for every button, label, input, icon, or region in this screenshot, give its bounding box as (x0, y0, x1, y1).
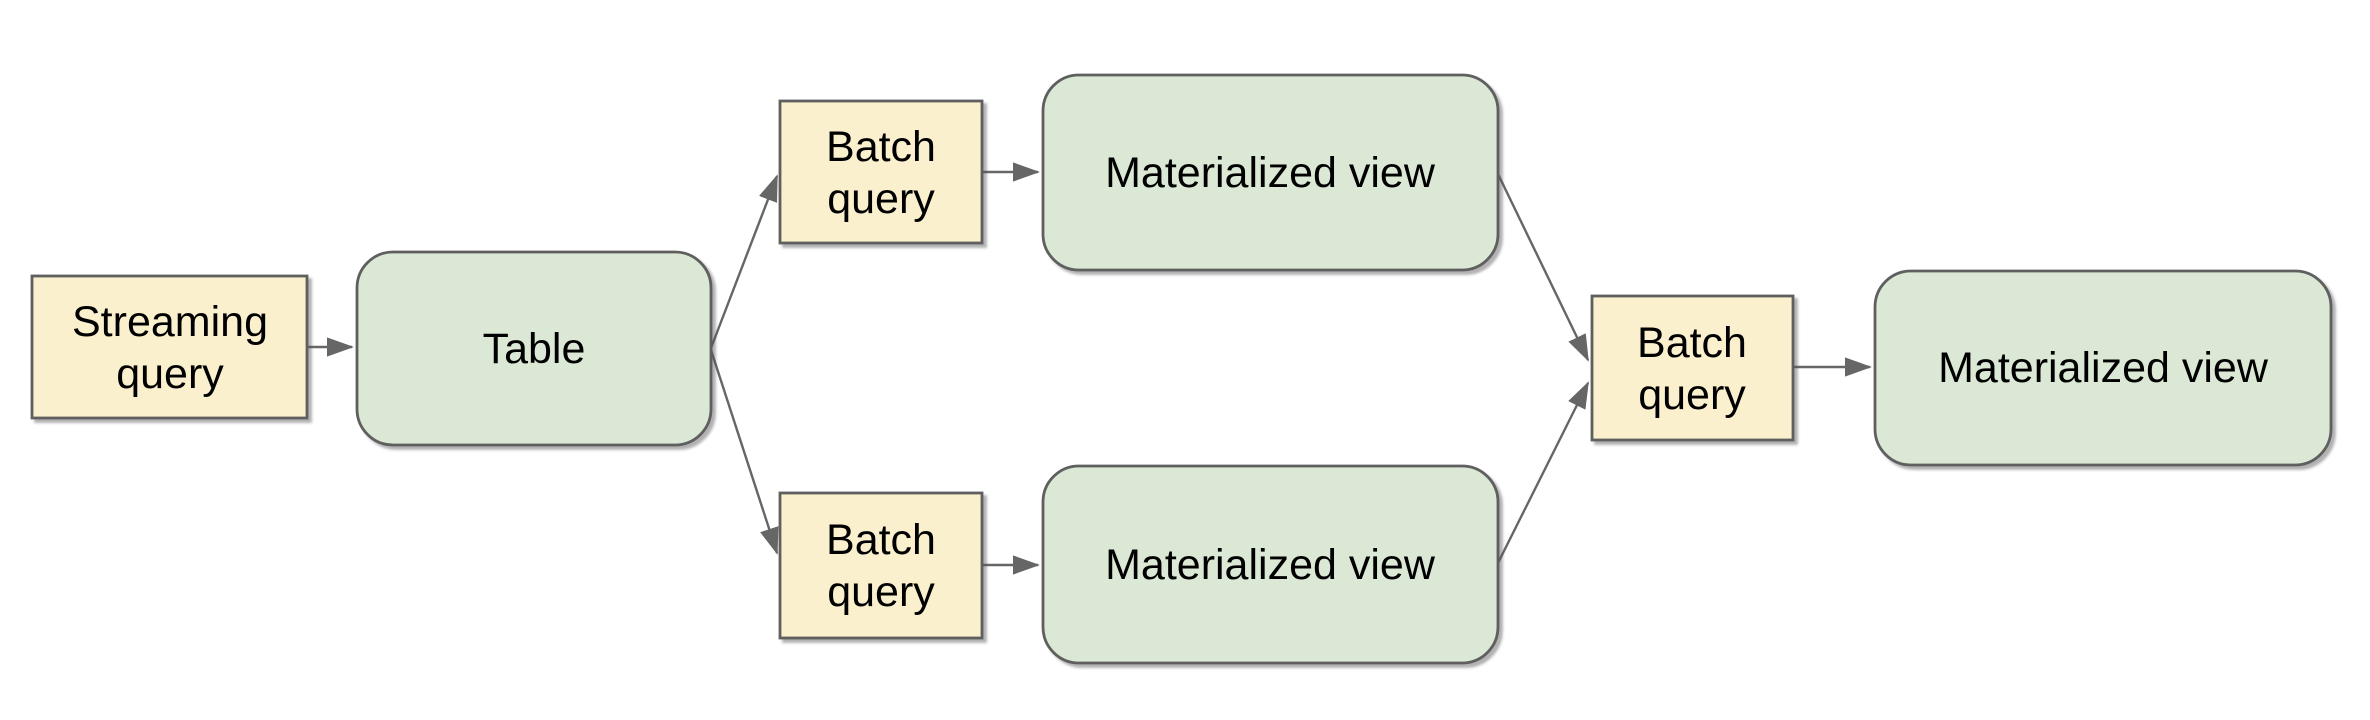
node-materialized-view-bottom-label: Materialized view (1105, 541, 1436, 589)
node-streaming-query-label-line2: query (116, 350, 224, 398)
node-batch-query-right-label-line2: query (1638, 371, 1746, 419)
connectors (307, 162, 1872, 575)
connector-table-to-batch-query-bottom (709, 349, 779, 555)
node-table: Table (355, 250, 713, 447)
node-materialized-view-bottom-shape (1041, 464, 1500, 665)
node-batch-query-right-shape (1590, 294, 1795, 442)
node-table-shape (355, 250, 713, 447)
node-streaming-query: Streaming query (30, 274, 309, 420)
node-batch-query-bottom-label-line1: Batch (826, 516, 936, 564)
node-batch-query-top: Batch query (778, 99, 984, 245)
node-batch-query-bottom-label-line2: query (827, 568, 935, 616)
node-materialized-view-top-label: Materialized view (1105, 149, 1436, 197)
node-batch-query-right: Batch query (1590, 294, 1795, 442)
node-streaming-query-shape (30, 274, 309, 420)
node-materialized-view-right-shape (1873, 269, 2333, 467)
connector-materialized-view-top-to-batch-query-right (1496, 173, 1590, 362)
node-batch-query-top-shape (778, 99, 984, 245)
node-materialized-view-right-label: Materialized view (1938, 344, 2269, 392)
node-streaming-query-label-line1: Streaming (72, 298, 268, 346)
node-materialized-view-top: Materialized view (1041, 73, 1500, 272)
node-materialized-view-right: Materialized view (1873, 269, 2333, 467)
connector-materialized-view-bottom-to-batch-query-right (1496, 381, 1590, 564)
node-batch-query-right-label-line1: Batch (1637, 319, 1747, 367)
connector-table-to-batch-query-top (709, 174, 779, 349)
node-table-label: Table (483, 325, 586, 373)
node-batch-query-bottom: Batch query (778, 491, 984, 640)
node-batch-query-bottom-shape (778, 491, 984, 640)
node-batch-query-top-label-line1: Batch (826, 123, 936, 171)
node-materialized-view-top-shape (1041, 73, 1500, 272)
node-batch-query-top-label-line2: query (827, 175, 935, 223)
node-materialized-view-bottom: Materialized view (1041, 464, 1500, 665)
